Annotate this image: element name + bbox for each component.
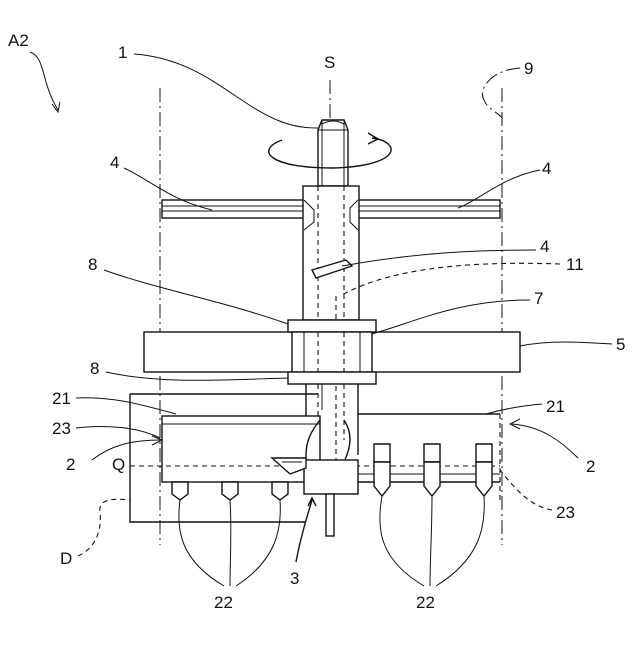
conduit-inner [344,420,350,462]
label-fig-id: A2 [8,31,29,50]
label-body-left: 21 [52,389,71,408]
label-shaft: 1 [118,43,127,62]
collar-assembly [288,320,376,384]
label-line-11: 11 [566,255,584,274]
label-collar-bottom: 8 [90,359,99,378]
label-line-q: Q [112,455,125,474]
label-edge-right: 23 [556,503,575,522]
label-unit-left: 2 [66,455,75,474]
label-edge-left: 23 [52,419,71,438]
label-body-right: 21 [546,397,565,416]
label-frame-5: 5 [616,335,625,354]
label-collar-7: 7 [534,289,543,308]
nozzle-leader [296,500,312,562]
main-shaft [303,186,359,440]
label-blade-mid: 4 [540,237,549,256]
label-unit-right: 2 [586,457,595,476]
label-boundary: 9 [524,59,533,78]
shaft-head [318,120,348,186]
label-blade-right: 4 [542,159,551,178]
label-depth: D [60,549,72,568]
label-nozzle: 3 [290,569,299,588]
label-blade-left: 4 [110,153,119,172]
label-collar-top: 8 [88,255,97,274]
teeth-right [374,444,492,496]
label-axis: S [324,53,335,72]
label-teeth-right: 22 [416,593,435,612]
teeth-left [172,482,288,500]
label-teeth-left: 22 [214,593,233,612]
